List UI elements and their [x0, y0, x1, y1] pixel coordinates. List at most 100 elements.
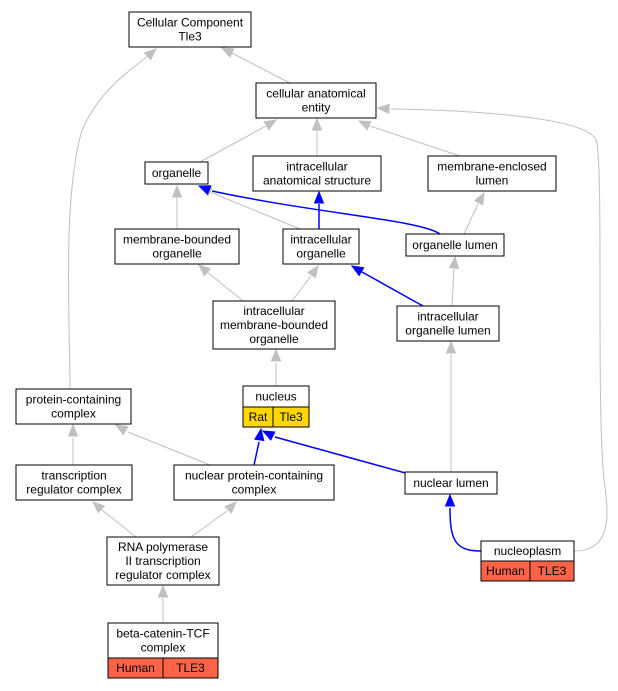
- node-box: [252, 155, 382, 192]
- node-label-line: protein-containing: [26, 393, 121, 407]
- edge-pcc-to-cc_tle3: [67, 48, 157, 390]
- node-box: [114, 228, 240, 265]
- edge-line: [127, 431, 211, 466]
- edge-line: [463, 203, 479, 235]
- node-box: [15, 464, 133, 501]
- edge-arrowhead: [220, 47, 235, 58]
- node-box: [404, 471, 498, 495]
- node-box: [405, 233, 505, 257]
- edge-mbo-to-organelle: [171, 184, 183, 229]
- node-box: [255, 82, 377, 119]
- node-label-line: regulator complex: [26, 483, 121, 497]
- edge-line: [199, 125, 267, 163]
- edge-line: [231, 52, 291, 84]
- edge-arrowhead: [261, 430, 276, 441]
- edge-line: [390, 108, 608, 552]
- species-tag-label: Tle3: [279, 410, 303, 424]
- edge-ias-to-cae: [311, 117, 323, 156]
- node-label-line: organelle lumen: [405, 324, 490, 338]
- node-label-line: organelle: [152, 247, 202, 261]
- node-box: [427, 155, 557, 192]
- node-label-line: nuclear protein-containing: [185, 469, 323, 483]
- edge-arrowhead: [67, 423, 79, 437]
- edge-line: [274, 436, 410, 475]
- edge-arrowhead: [445, 340, 457, 354]
- edge-mel-to-cae: [357, 120, 461, 157]
- node-label-line: intracellular: [243, 304, 304, 318]
- node-label-line: nuclear lumen: [413, 476, 488, 490]
- node-label-line: entity: [302, 101, 331, 115]
- edge-nl-to-nucleus: [261, 430, 410, 475]
- edge-nucleus-to-imbo: [270, 348, 282, 386]
- node-organelle[interactable]: organelle: [144, 161, 209, 185]
- node-box: [396, 305, 500, 342]
- node-label-line: beta-catenin-TCF: [116, 627, 209, 641]
- node-label-line: transcription: [41, 469, 106, 483]
- edge-line: [67, 55, 149, 390]
- edge-organelle-to-cae: [199, 119, 278, 163]
- edge-nucleoplasm-to-nl: [444, 493, 482, 552]
- species-tag-cell: [162, 657, 219, 679]
- edge-imbo-to-io: [291, 264, 319, 302]
- edge-line: [211, 190, 441, 235]
- edge-arrowhead: [197, 185, 212, 196]
- edge-arrowhead: [473, 191, 485, 206]
- node-box: [106, 536, 220, 586]
- node-label-line: complex: [141, 641, 186, 655]
- edge-arrowhead: [376, 103, 390, 115]
- edge-line: [209, 191, 301, 230]
- edge-imbo-to-mbo: [198, 264, 244, 302]
- edge-line: [253, 441, 260, 466]
- node-label-line: membrane-enclosed: [437, 160, 546, 174]
- edge-line: [451, 267, 455, 307]
- species-tag-label: TLE3: [538, 564, 567, 578]
- node-label-line: Cellular Component: [137, 16, 244, 30]
- edge-line: [369, 125, 461, 157]
- edges-layer: [67, 47, 608, 623]
- edge-iol-to-ol: [448, 255, 460, 307]
- edge-arrowhead: [313, 190, 325, 204]
- edge-io-to-ias: [313, 190, 325, 229]
- node-label-line: membrane-bounded: [220, 318, 328, 332]
- node-box: [173, 464, 335, 501]
- species-tag-label: Human: [116, 661, 155, 675]
- edge-arrowhead: [357, 120, 372, 131]
- node-box: [212, 300, 336, 350]
- edge-npcc-to-nucleus: [253, 427, 265, 466]
- edge-nucleoplasm-to-cae: [376, 103, 608, 552]
- node-label-line: lumen: [476, 174, 509, 188]
- node-label-line: intracellular: [417, 310, 478, 324]
- edge-cae-to-cc_tle3: [220, 47, 291, 84]
- node-ol[interactable]: organelle lumen: [405, 233, 505, 257]
- node-label-line: II transcription: [125, 554, 200, 568]
- edge-line: [101, 509, 137, 538]
- species-tag-cell: [272, 406, 310, 428]
- species-tag-label: TLE3: [176, 661, 205, 675]
- edge-arrowhead: [92, 501, 106, 514]
- edge-io-to-organelle: [198, 186, 301, 230]
- node-label-line: intracellular: [286, 160, 347, 174]
- node-label-line: complex: [232, 483, 277, 497]
- node-label-line: cellular anatomical: [266, 87, 365, 101]
- edge-npcc-to-pcc: [114, 424, 211, 466]
- edge-arrowhead: [263, 119, 278, 131]
- node-nl[interactable]: nuclear lumen: [404, 471, 498, 495]
